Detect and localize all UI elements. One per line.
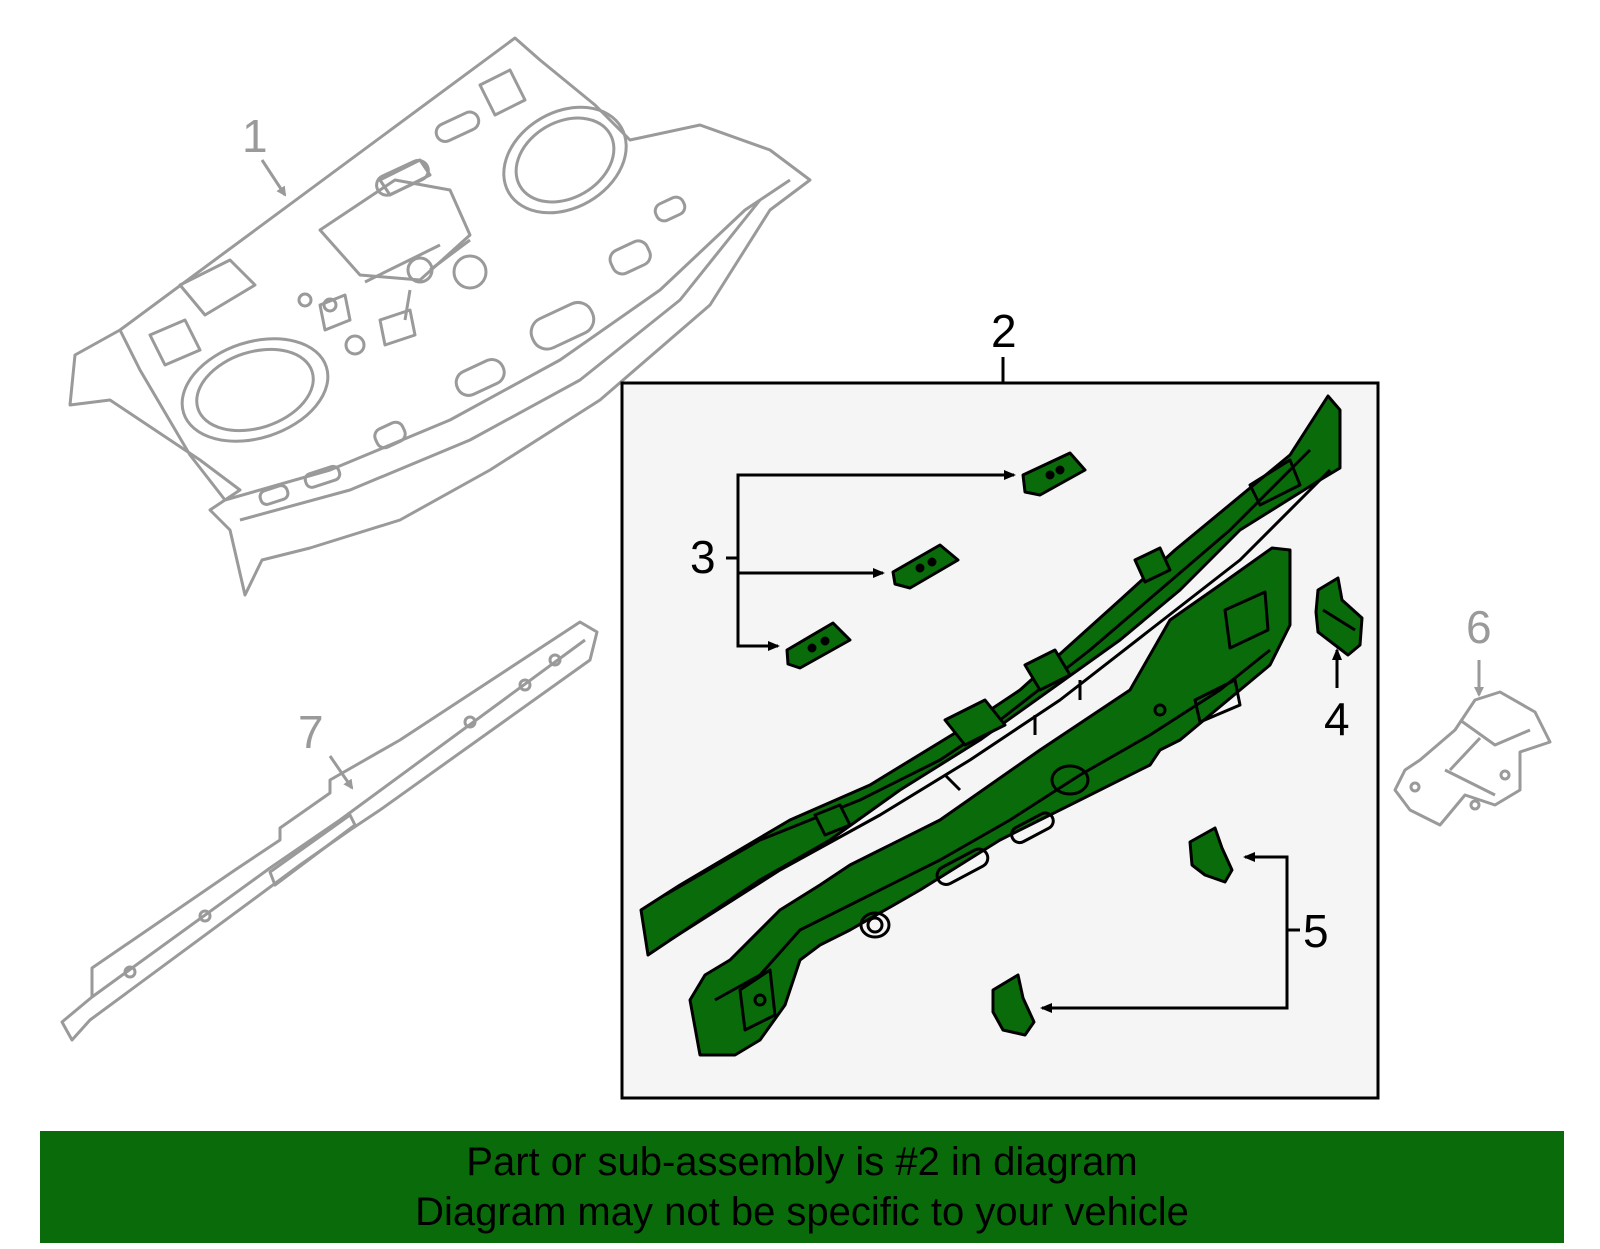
- callout-4: 4: [1324, 693, 1350, 745]
- callout-5: 5: [1303, 905, 1329, 957]
- part-1-package-tray[interactable]: [68, 36, 812, 597]
- part-5-bracket-upper[interactable]: [1188, 826, 1234, 884]
- part-3-bracket-bottom[interactable]: [785, 621, 852, 670]
- leader-lines-grey: [260, 159, 1484, 790]
- callout-6: 6: [1466, 601, 1492, 653]
- leader-lines: [726, 470, 1342, 1013]
- callout-2: 2: [991, 305, 1017, 357]
- part-4-bracket[interactable]: [1314, 576, 1364, 657]
- callout-7: 7: [298, 706, 324, 758]
- part-6-bracket[interactable]: [1393, 690, 1552, 827]
- part-5-bracket-lower[interactable]: [991, 973, 1036, 1037]
- part-3-bracket-top[interactable]: [1021, 451, 1087, 497]
- callout-1: 1: [242, 110, 268, 162]
- part-2-upper-beam[interactable]: [639, 394, 1342, 957]
- banner-line-1: Part or sub-assembly is #2 in diagram: [466, 1140, 1138, 1184]
- banner-line-2: Diagram may not be specific to your vehi…: [415, 1190, 1189, 1234]
- part-7-rail[interactable]: [60, 620, 599, 1042]
- part-2-lower-beam[interactable]: [688, 546, 1292, 1057]
- info-banner: Part or sub-assembly is #2 in diagram Di…: [40, 1131, 1564, 1243]
- callout-3: 3: [690, 531, 716, 583]
- part-3-bracket-middle[interactable]: [891, 543, 960, 590]
